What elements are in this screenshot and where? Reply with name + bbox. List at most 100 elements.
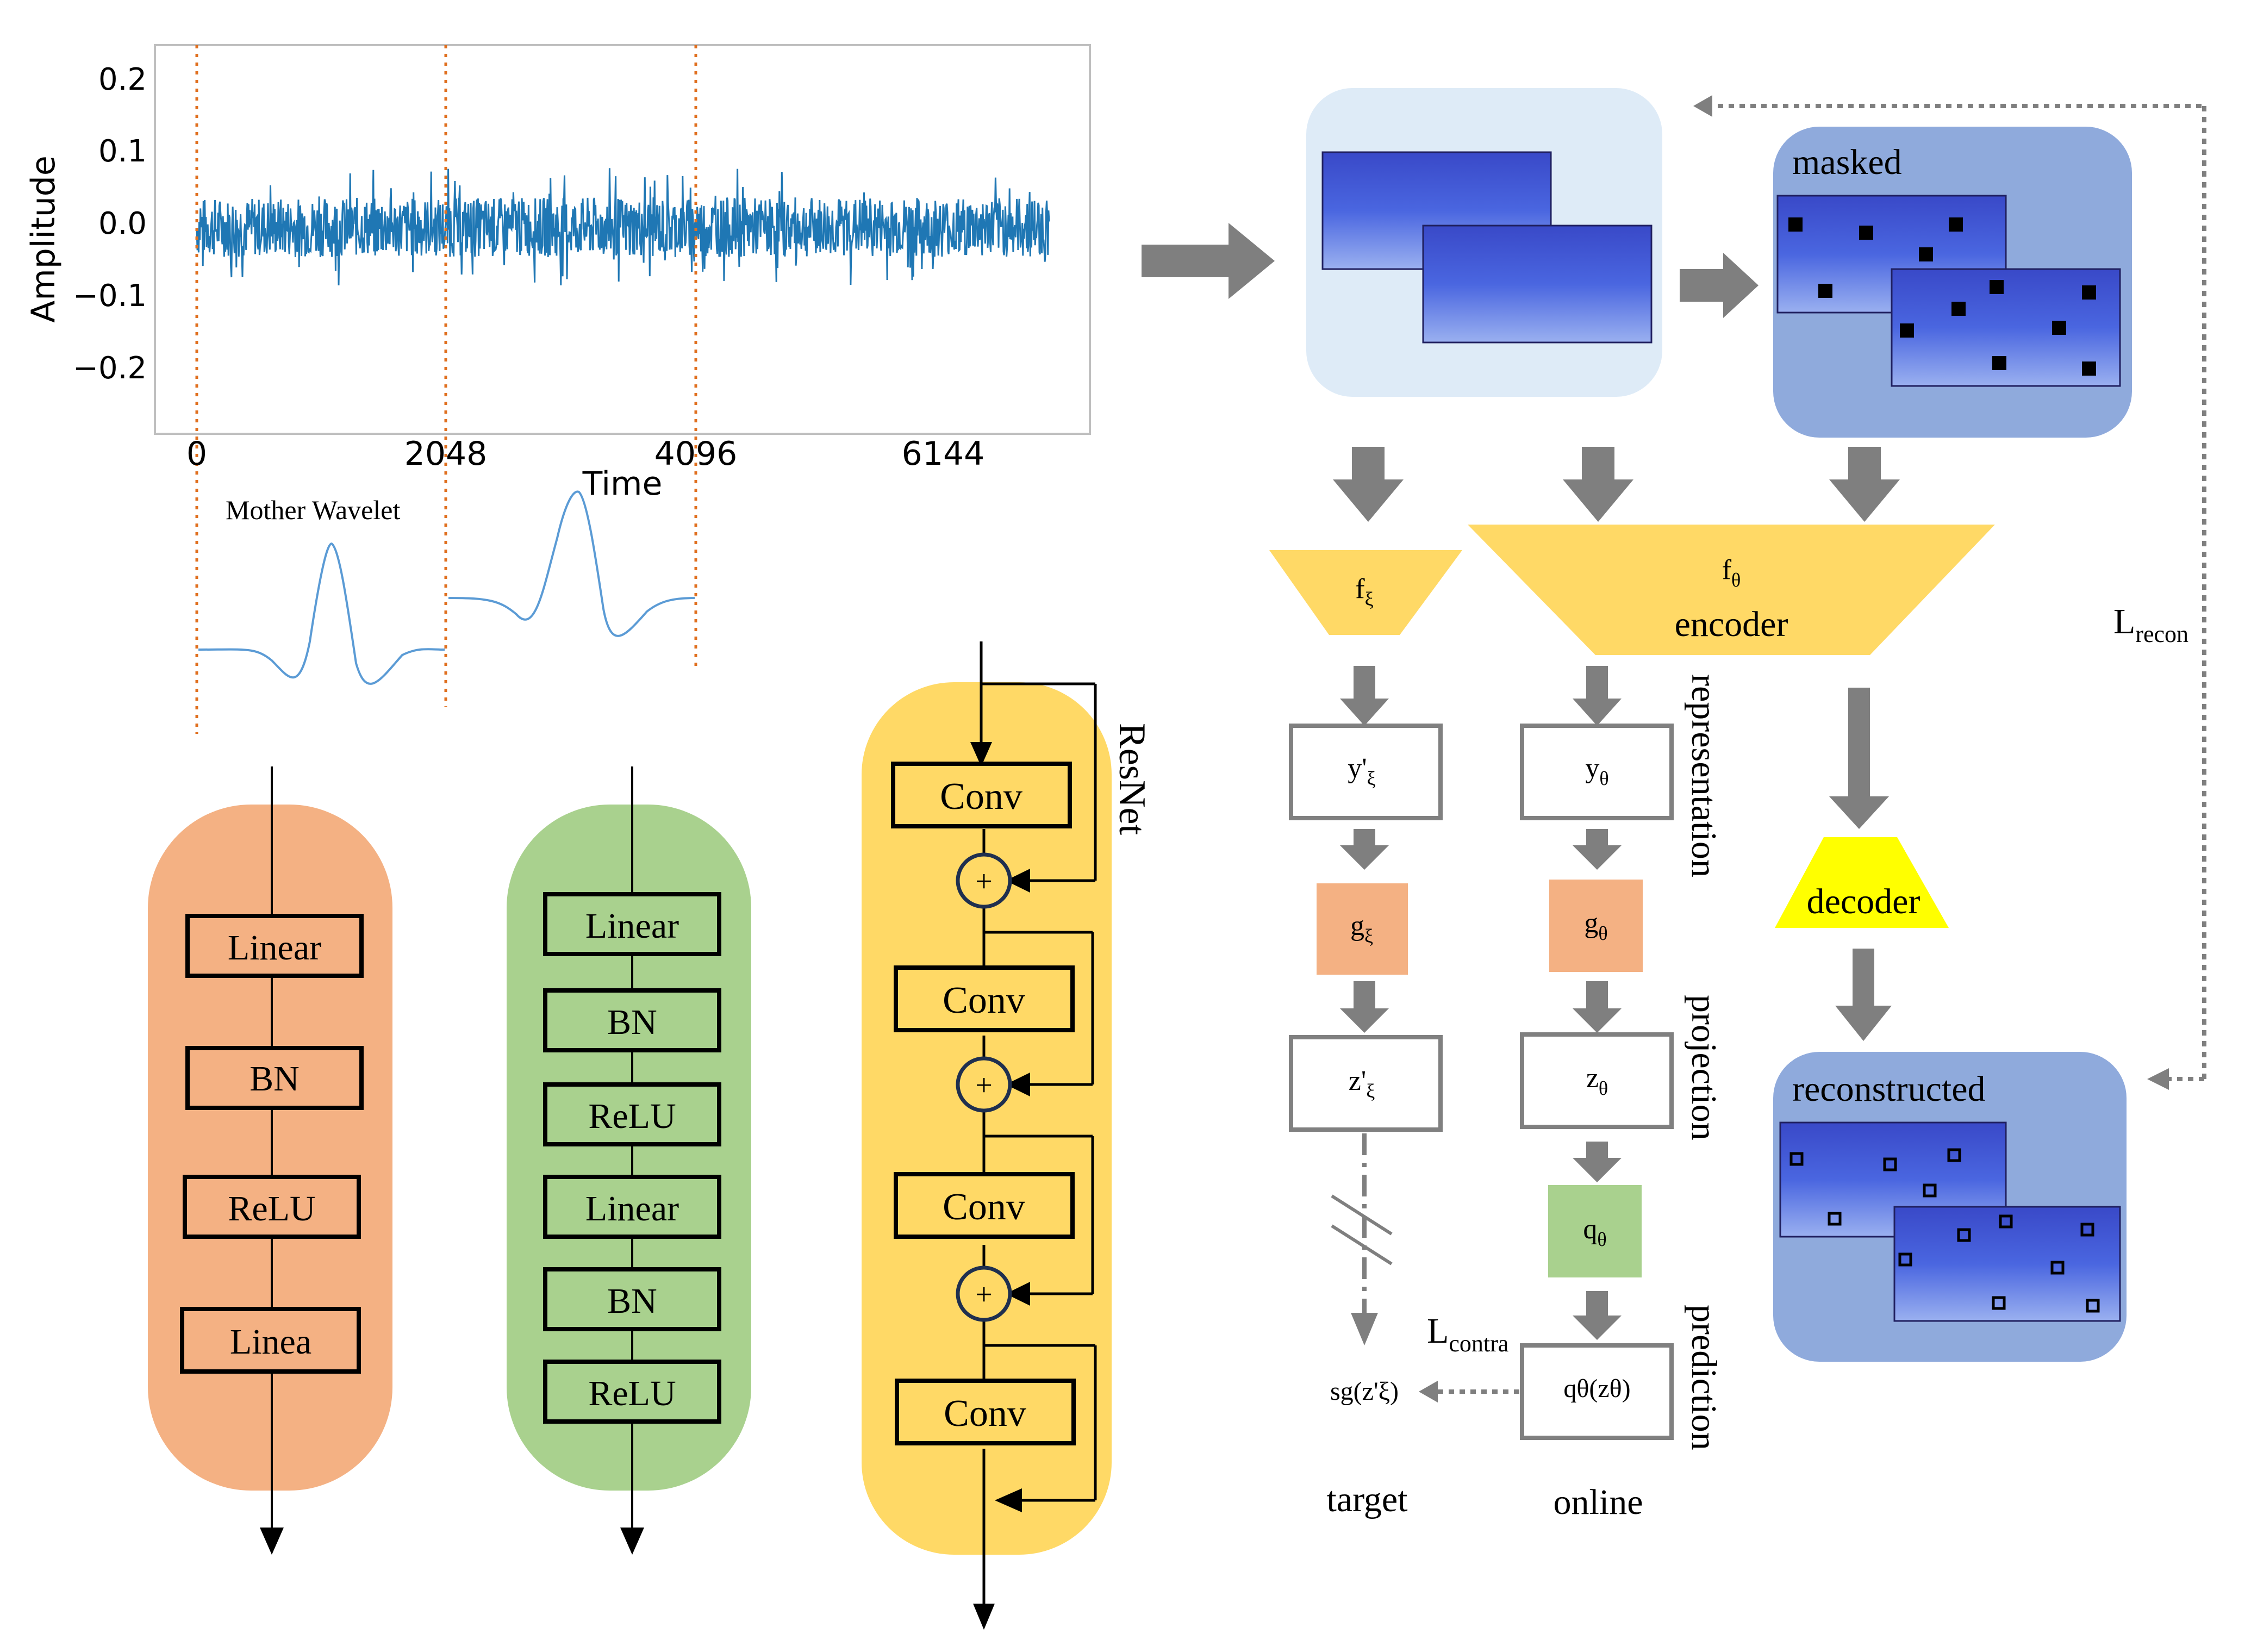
reconstructed-label: reconstructed xyxy=(1792,1069,1986,1109)
y-tick: 0.0 xyxy=(98,206,147,241)
mlp-orange-panel xyxy=(148,805,392,1491)
resnet-conv-label: Conv xyxy=(940,776,1022,818)
online-encoder-label: encoder xyxy=(1675,604,1788,644)
residual-add-symbol: + xyxy=(975,1278,993,1312)
signal-plot: 0.2 0.1 0.0 −0.1 −0.2 Amplitude 0 2048 4… xyxy=(24,44,1091,734)
residual-add-icon xyxy=(956,852,1012,909)
wavelet-curve-2 xyxy=(448,490,695,637)
arrow-down-icon xyxy=(1835,949,1892,1041)
residual-add-symbol: + xyxy=(975,1069,993,1102)
mlp-orange-layer-label: Linear xyxy=(228,928,321,968)
resnet-conv-layer xyxy=(894,1172,1075,1239)
online-flow-arrows xyxy=(1573,666,1622,1340)
mlp-green-layer-label: BN xyxy=(607,1281,657,1321)
target-projection-box xyxy=(1289,1035,1443,1132)
x-axis-label: Time xyxy=(582,465,663,503)
signal-trace xyxy=(196,168,1050,285)
mlp-green-layer-label: BN xyxy=(607,1002,657,1042)
predictor-box xyxy=(1548,1185,1642,1277)
resnet-conv-layer xyxy=(895,1379,1076,1445)
online-projection-head xyxy=(1549,880,1643,972)
arrow-left-icon xyxy=(2147,1068,2169,1090)
y-tick: −0.1 xyxy=(73,278,147,314)
target-representation-box xyxy=(1289,724,1443,820)
arrow-down-icon xyxy=(1563,447,1633,522)
mother-wavelet: Mother Wavelet xyxy=(198,490,695,685)
decoder-label: decoder xyxy=(1807,882,1920,921)
target-projection-head-label: gξ xyxy=(1350,911,1373,947)
wavelet-curve-1 xyxy=(198,542,445,685)
mlp-orange-layer xyxy=(180,1307,361,1374)
online-representation-box xyxy=(1520,724,1674,820)
mlp-orange-layer-label: Linea xyxy=(230,1322,311,1362)
predictor-label: qθ xyxy=(1583,1214,1606,1250)
y-tick: 0.1 xyxy=(98,134,147,169)
mlp-orange-layer-label: ReLU xyxy=(228,1189,315,1229)
resnet-conv-layer xyxy=(894,965,1075,1032)
arrow-left-icon xyxy=(1693,95,1712,117)
resnet-panel xyxy=(862,682,1112,1555)
arrow-down-icon xyxy=(1333,447,1404,522)
prediction-output-label: qθ(zθ) xyxy=(1563,1374,1630,1403)
prediction-box xyxy=(1520,1343,1674,1440)
resnet-conv-layer xyxy=(891,762,1072,828)
online-projection-head-label: gθ xyxy=(1584,908,1607,944)
mlp-block-green: Linear BN ReLU Linear BN ReLU xyxy=(507,766,751,1555)
mlp-green-layer xyxy=(543,892,721,956)
target-encoder-label: fξ xyxy=(1355,573,1373,610)
online-projection-box xyxy=(1520,1032,1674,1129)
target-representation-label: y'ξ xyxy=(1348,753,1375,789)
y-tick: −0.2 xyxy=(73,351,147,386)
target-flow-arrows xyxy=(1340,666,1389,1033)
arrow-right-icon xyxy=(1142,223,1275,299)
online-representation-label: yθ xyxy=(1585,753,1608,789)
y-tick: 0.2 xyxy=(98,62,147,97)
masked-panel: masked xyxy=(1773,127,2132,438)
mlp-green-layer-label: Linear xyxy=(585,906,679,946)
arrow-down-icon xyxy=(620,1528,644,1555)
input-spectrogram-panel xyxy=(1306,88,1662,397)
arrow-left-icon xyxy=(1419,1381,1438,1402)
arrow-down-icon xyxy=(1351,1313,1378,1345)
x-tick: 0 xyxy=(186,435,207,473)
stop-gradient-line xyxy=(1331,1133,1393,1316)
mlp-green-layer xyxy=(543,1082,721,1146)
arrow-left-icon xyxy=(1006,869,1030,893)
target-column: y'ξ gξ z'ξ xyxy=(1289,724,1443,1132)
resnet-label: ResNet xyxy=(1111,723,1153,836)
mlp-green-layer xyxy=(543,988,721,1052)
mlp-green-layer-label: Linear xyxy=(585,1189,679,1229)
x-tick: 4096 xyxy=(654,435,738,473)
y-tick-labels: 0.2 0.1 0.0 −0.1 −0.2 xyxy=(73,62,147,386)
residual-add-icon xyxy=(956,1266,1012,1322)
mlp-block-orange: Linear BN ReLU Linea xyxy=(148,766,392,1555)
resnet-conv-label: Conv xyxy=(943,1186,1025,1228)
mlp-green-layer xyxy=(543,1267,721,1331)
arrow-down-icon xyxy=(1829,447,1900,522)
online-projection-label: zθ xyxy=(1586,1063,1608,1099)
resnet-conv-label: Conv xyxy=(944,1393,1026,1435)
arrow-down-icon xyxy=(1829,688,1889,829)
x-tick: 2048 xyxy=(404,435,488,473)
side-label-representation: representation xyxy=(1684,674,1724,877)
masked-label: masked xyxy=(1792,142,1902,182)
loss-recon-label: Lrecon xyxy=(2113,602,2188,647)
mask-patches xyxy=(1788,217,2096,376)
spectrogram-image xyxy=(1422,225,1653,344)
online-column: yθ gθ zθ qθ qθ(zθ) xyxy=(1520,724,1674,1440)
resnet-conv-label: Conv xyxy=(943,980,1025,1021)
stop-gradient-target-label: sg(z'ξ) xyxy=(1330,1377,1399,1406)
arrow-down-icon xyxy=(970,742,992,766)
stage-labels: representation projection prediction tar… xyxy=(1326,674,1724,1522)
mlp-orange-layer xyxy=(183,1175,361,1239)
loss-contra-label: Lcontra xyxy=(1427,1311,1508,1357)
contrastive-loss: Lcontra sg(z'ξ) xyxy=(1330,1311,1519,1406)
mlp-green-layer xyxy=(543,1175,721,1239)
arrow-left-icon xyxy=(1006,1073,1030,1096)
online-encoder: fθ encoder xyxy=(1468,525,1995,655)
mlp-orange-layer-label: BN xyxy=(250,1059,300,1099)
segment-markers xyxy=(195,45,697,734)
arrow-down-icon xyxy=(260,1528,284,1555)
mlp-green-layer-label: ReLU xyxy=(588,1374,676,1413)
side-label-projection: projection xyxy=(1684,995,1724,1140)
